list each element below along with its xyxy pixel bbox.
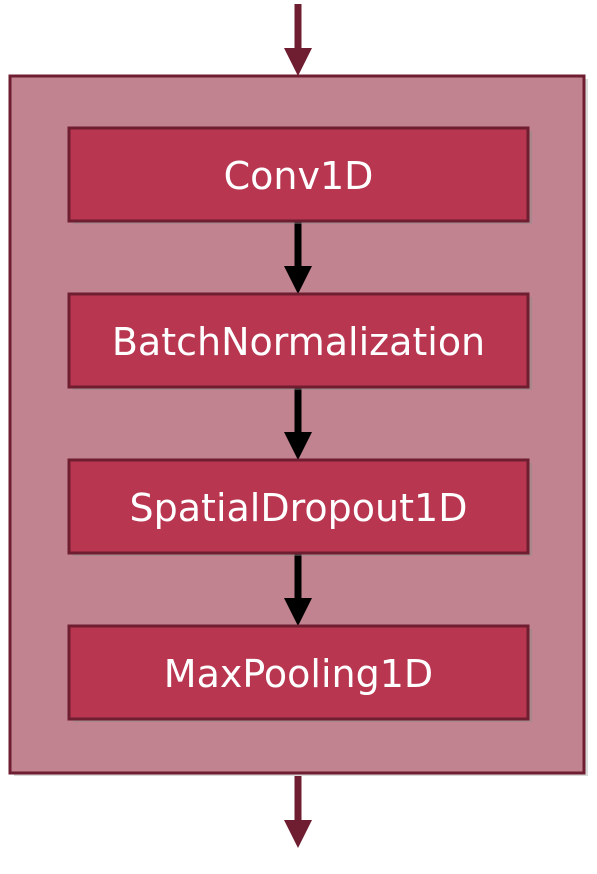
arrow-conv-to-batchnorm bbox=[284, 221, 312, 294]
layer-box-spatialdropout1d: SpatialDropout1D bbox=[67, 458, 532, 556]
layer-box-maxpooling1d: MaxPooling1D bbox=[67, 624, 532, 722]
layer-label-maxpooling1d: MaxPooling1D bbox=[164, 652, 433, 696]
layer-box-conv1d: Conv1D bbox=[67, 126, 532, 224]
arrow-batchnorm-to-dropout bbox=[284, 387, 312, 460]
output-arrow bbox=[284, 776, 312, 848]
input-arrow bbox=[284, 4, 312, 76]
arrow-dropout-to-maxpool bbox=[284, 553, 312, 626]
layer-label-batchnormalization: BatchNormalization bbox=[112, 320, 485, 364]
layer-box-batchnormalization: BatchNormalization bbox=[67, 292, 532, 390]
layer-label-conv1d: Conv1D bbox=[224, 154, 374, 198]
layer-label-spatialdropout1d: SpatialDropout1D bbox=[130, 486, 468, 530]
